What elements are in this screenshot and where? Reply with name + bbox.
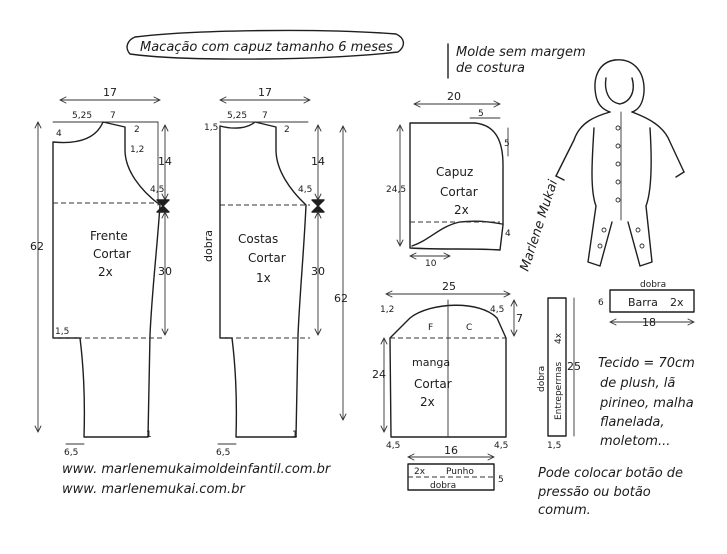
sleeve-pattern-piece: 25 1,2 4,5 7 F C 24 manga Cortar 2x 4,5 … — [372, 280, 523, 451]
cuff-name: Punho — [446, 467, 474, 477]
front-total-length: 62 — [30, 240, 44, 253]
seam-note: Molde sem margem de costura — [447, 43, 586, 79]
button-note: Pode colocar botão de pressão ou botão c… — [537, 466, 683, 518]
band-width: 18 — [642, 316, 656, 329]
hood-bottom-side: 4 — [505, 229, 511, 239]
front-label-name: Frente — [90, 229, 128, 243]
back-label-cut: Cortar — [248, 251, 286, 265]
back-shoulder: 7 — [262, 111, 268, 121]
fabric-note: Tecido = 70cm de plush, lã pirineo, malh… — [598, 356, 695, 449]
back-shoulder-drop: 2 — [284, 125, 290, 135]
front-neck-drop: 4 — [56, 129, 62, 139]
hood-width: 20 — [447, 90, 461, 103]
cuff-fold: dobra — [430, 481, 456, 491]
back-armhole-side: 4,5 — [298, 185, 312, 195]
back-leg-length: 30 — [311, 265, 325, 278]
front-shoulder-drop: 2 — [134, 125, 140, 135]
back-label-count: 1x — [256, 271, 271, 285]
front-width: 17 — [103, 86, 117, 99]
front-label-count: 2x — [98, 265, 113, 279]
placket-length: 25 — [567, 360, 581, 373]
band-name: Barra — [628, 296, 658, 309]
cuff-height: 5 — [498, 475, 504, 485]
button-note-line-1: Pode colocar botão de — [538, 466, 683, 481]
sleeve-mark-f: F — [428, 323, 433, 333]
button-note-line-2: pressão ou botão — [537, 485, 651, 500]
front-armhole: 14 — [158, 155, 172, 168]
website-2: www. marlenemukai.com.br — [62, 482, 246, 497]
button-note-line-3: comum. — [538, 503, 591, 518]
front-hem-side: 1 — [146, 430, 152, 440]
hood-side-curve: 5 — [504, 139, 510, 149]
back-fold-label: dobra — [202, 230, 215, 262]
hood-pattern-piece: 20 5 5 24,5 Capuz Cortar 2x 10 4 — [386, 90, 511, 269]
back-total-length: 62 — [334, 292, 348, 305]
placket-name: Entreperrnas — [554, 361, 564, 420]
sleeve-height: 24 — [372, 368, 386, 381]
hood-bottom: 10 — [425, 259, 437, 269]
placket-width: 1,5 — [547, 441, 561, 451]
websites: www. marlenemukaimoldeinfantil.com.br ww… — [62, 462, 332, 497]
cuff-count: 2x — [414, 467, 426, 477]
fabric-note-line-5: moletom... — [600, 434, 670, 449]
fabric-note-line-2: de plush, lã — [600, 376, 675, 391]
sleeve-corner-left: 1,2 — [380, 305, 394, 315]
front-leg-length: 30 — [158, 265, 172, 278]
front-collar-curve: 1,2 — [130, 145, 144, 155]
seam-note-line-2: de costura — [456, 61, 525, 76]
sleeve-side-right: 4,5 — [494, 441, 508, 451]
website-1: www. marlenemukaimoldeinfantil.com.br — [62, 462, 332, 477]
fabric-note-line-4: flanelada, — [600, 415, 665, 430]
placket-count: 4x — [554, 332, 564, 344]
placket-fold: dobra — [537, 366, 547, 392]
seam-note-line-1: Molde sem margem — [456, 45, 586, 60]
back-hem: 6,5 — [216, 448, 230, 458]
front-shoulder: 7 — [110, 111, 116, 121]
front-label-cut: Cortar — [93, 247, 131, 261]
hood-top-curve: 5 — [478, 109, 484, 119]
hood-label-name: Capuz — [436, 165, 473, 179]
front-armhole-side: 4,5 — [150, 185, 164, 195]
romper-illustration — [555, 59, 685, 267]
band-height: 6 — [598, 298, 604, 308]
back-width: 17 — [258, 86, 272, 99]
sleeve-top-width: 25 — [442, 280, 456, 293]
fabric-note-line-1: Tecido = 70cm — [598, 356, 695, 371]
back-hem-side: 1 — [292, 430, 298, 440]
band-pattern-piece: dobra 6 Barra 2x 18 — [598, 280, 695, 329]
fabric-note-line-3: pirineo, malha — [599, 396, 694, 411]
back-label-name: Costas — [238, 232, 278, 246]
sleeve-corner-right: 4,5 — [490, 305, 504, 315]
sleeve-label-count: 2x — [420, 395, 435, 409]
title-banner: Macação com capuz tamanho 6 meses — [126, 29, 405, 60]
title-text: Macação com capuz tamanho 6 meses — [140, 40, 393, 55]
back-pattern-piece: 17 5,25 7 1,5 2 14 4,5 30 62 dobra Costa… — [202, 86, 348, 458]
band-fold: dobra — [640, 280, 666, 290]
sleeve-label-name: manga — [412, 356, 450, 369]
back-neck-drop: 1,5 — [204, 123, 218, 133]
front-hem: 6,5 — [64, 448, 78, 458]
front-neck-width: 5,25 — [72, 111, 92, 121]
hood-label-count: 2x — [454, 203, 469, 217]
sleeve-depth: 7 — [516, 312, 523, 325]
hood-label-cut: Cortar — [440, 185, 478, 199]
cuff-width: 16 — [444, 444, 458, 457]
band-count: 2x — [670, 296, 684, 309]
back-neck-width: 5,25 — [227, 111, 247, 121]
placket-pattern-piece: Entreperrnas 4x dobra 25 1,5 — [537, 297, 581, 451]
front-crotch: 1,5 — [55, 327, 69, 337]
sleeve-side-left: 4,5 — [386, 441, 400, 451]
front-pattern-piece: 17 5,25 7 4 2 1,2 14 4,5 30 62 1,5 Frent… — [30, 86, 172, 458]
cuff-pattern-piece: 16 2x Punho dobra 5 — [407, 444, 504, 491]
back-armhole: 14 — [311, 155, 325, 168]
sleeve-label-cut: Cortar — [414, 377, 452, 391]
signature: Marlene Mukai — [518, 178, 562, 273]
sleeve-mark-c: C — [466, 323, 472, 333]
hood-height: 24,5 — [386, 185, 406, 195]
